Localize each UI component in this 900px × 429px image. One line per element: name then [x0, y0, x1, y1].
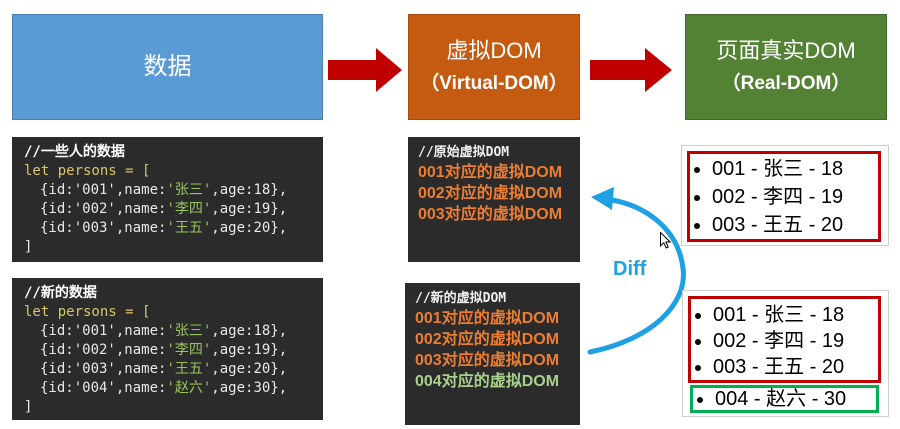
virtual-dom-box-subtitle: （Virtual-DOM） — [420, 73, 568, 94]
new-real-dom-panel: 001 - 张三 - 18 002 - 李四 - 19 003 - 王五 - 2… — [682, 290, 889, 417]
code-row-name: '张三' — [166, 182, 212, 198]
code-row: {id:'001',name:'张三',age:18}, — [24, 181, 323, 200]
list-item: 002 - 李四 - 19 — [713, 328, 878, 354]
code-row-name: '王五' — [166, 361, 212, 377]
code-row-prefix: {id:'004',name: — [40, 380, 167, 396]
code-closing-bracket: ] — [24, 399, 33, 415]
real-dom-list: 004 - 赵六 - 30 — [693, 388, 876, 410]
code-row-prefix: {id:'003',name: — [40, 361, 167, 377]
vdom-node: 003对应的虚拟DOM — [415, 352, 560, 369]
original-virtual-dom-block: //原始虚拟DOM 001对应的虚拟DOM 002对应的虚拟DOM 003对应的… — [408, 137, 580, 262]
list-item: 001 - 张三 - 18 — [713, 302, 878, 328]
vdom-comment: //原始虚拟DOM — [418, 145, 510, 160]
code-row-name: '张三' — [166, 323, 212, 339]
mouse-pointer-icon — [660, 232, 671, 249]
code-row: {id:'001',name:'张三',age:18}, — [24, 322, 323, 341]
code-row-suffix: ,age:20}, — [211, 220, 288, 236]
list-item-new: 004 - 赵六 - 30 — [715, 388, 876, 410]
original-real-dom-group: 001 - 张三 - 18 002 - 李四 - 19 003 - 王五 - 2… — [687, 151, 881, 242]
code-row-prefix: {id:'002',name: — [40, 201, 167, 217]
code-row-name: '王五' — [166, 220, 212, 236]
right-arrow-icon — [328, 48, 402, 92]
original-data-code-block: //一些人的数据 let persons = [ {id:'001',name:… — [12, 137, 323, 262]
list-item: 003 - 王五 - 20 — [713, 354, 878, 380]
vdom-node: 001对应的虚拟DOM — [415, 310, 560, 327]
diff-arc-path — [587, 197, 686, 355]
list-item: 003 - 王五 - 20 — [712, 211, 878, 239]
code-closing-bracket: ] — [24, 239, 33, 255]
list-item: 001 - 张三 - 18 — [712, 155, 878, 183]
new-data-code-block: //新的数据 let persons = [ {id:'001',name:'张… — [12, 278, 323, 420]
vdom-node: 002对应的虚拟DOM — [418, 185, 563, 202]
code-declaration: let persons = [ — [24, 304, 151, 320]
right-arrow-icon — [590, 48, 672, 92]
vdom-node: 002对应的虚拟DOM — [415, 331, 560, 348]
code-row-suffix: ,age:19}, — [211, 201, 288, 217]
diff-arrowhead — [591, 187, 614, 210]
code-row: {id:'003',name:'王五',age:20}, — [24, 360, 323, 379]
vdom-comment: //新的虚拟DOM — [415, 291, 507, 306]
code-comment: //新的数据 — [24, 285, 97, 301]
real-dom-box: 页面真实DOM （Real-DOM） — [685, 14, 887, 120]
code-row-suffix: ,age:20}, — [211, 361, 288, 377]
data-box: 数据 — [12, 14, 323, 120]
diff-curved-arrow-icon — [587, 187, 686, 355]
mouse-pointer-shape — [660, 232, 671, 249]
vdom-node: 001对应的虚拟DOM — [418, 164, 563, 181]
code-row-name: '李四' — [166, 201, 212, 217]
arrow-shape — [328, 48, 402, 92]
arrow-shape — [590, 48, 672, 92]
code-row-suffix: ,age:19}, — [211, 342, 288, 358]
code-row: {id:'002',name:'李四',age:19}, — [24, 341, 323, 360]
vdom-node-new: 004对应的虚拟DOM — [415, 373, 560, 390]
vdom-node: 003对应的虚拟DOM — [418, 206, 563, 223]
virtual-dom-box-title: 虚拟DOM — [446, 38, 542, 63]
diff-label: Diff — [613, 258, 647, 280]
real-dom-list: 001 - 张三 - 18 002 - 李四 - 19 003 - 王五 - 2… — [690, 155, 878, 239]
code-row: {id:'003',name:'王五',age:20}, — [24, 219, 323, 238]
code-row-prefix: {id:'002',name: — [40, 342, 167, 358]
virtual-dom-box: 虚拟DOM （Virtual-DOM） — [408, 14, 580, 120]
code-row-prefix: {id:'001',name: — [40, 182, 167, 198]
code-declaration: let persons = [ — [24, 163, 151, 179]
code-row: {id:'002',name:'李四',age:19}, — [24, 200, 323, 219]
code-row-suffix: ,age:30}, — [211, 380, 288, 396]
new-virtual-dom-block: //新的虚拟DOM 001对应的虚拟DOM 002对应的虚拟DOM 003对应的… — [405, 283, 580, 425]
real-dom-list: 001 - 张三 - 18 002 - 李四 - 19 003 - 王五 - 2… — [691, 302, 878, 380]
code-row-suffix: ,age:18}, — [211, 323, 288, 339]
real-dom-box-subtitle: （Real-DOM） — [721, 73, 851, 94]
code-row-name: '李四' — [166, 342, 212, 358]
code-row-prefix: {id:'001',name: — [40, 323, 167, 339]
code-row: {id:'004',name:'赵六',age:30}, — [24, 379, 323, 398]
code-comment: //一些人的数据 — [24, 144, 125, 160]
code-row-suffix: ,age:18}, — [211, 182, 288, 198]
code-row-name: '赵六' — [166, 380, 212, 396]
list-item: 002 - 李四 - 19 — [712, 183, 878, 211]
real-dom-box-title: 页面真实DOM — [716, 38, 856, 63]
reused-real-dom-group: 001 - 张三 - 18 002 - 李四 - 19 003 - 王五 - 2… — [688, 296, 881, 383]
code-row-prefix: {id:'003',name: — [40, 220, 167, 236]
data-box-label: 数据 — [143, 53, 192, 80]
original-real-dom-panel: 001 - 张三 - 18 002 - 李四 - 19 003 - 王五 - 2… — [681, 145, 889, 246]
added-real-dom-group: 004 - 赵六 - 30 — [690, 385, 879, 413]
